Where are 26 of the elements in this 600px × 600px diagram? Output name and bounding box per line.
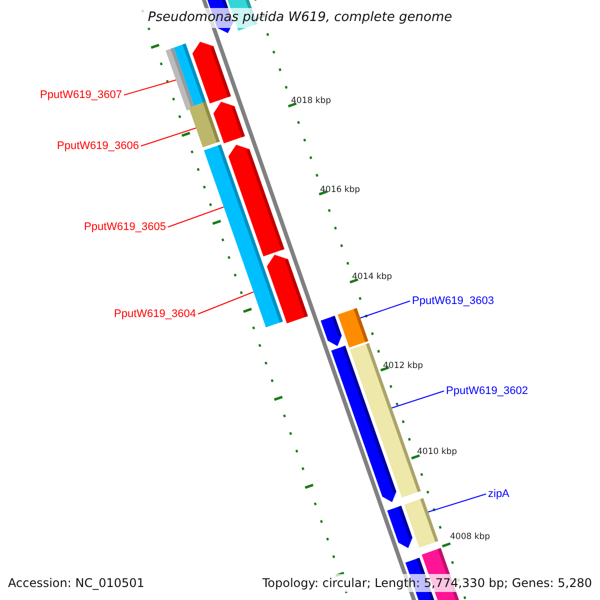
gene-segment [188, 102, 220, 148]
gene-segment [338, 308, 368, 348]
leader-line [168, 206, 224, 228]
scale-label: 4008 kbp [450, 532, 490, 543]
leader-line [198, 292, 254, 314]
scale-label: 4014 kbp [352, 272, 392, 283]
scale-label: 4018 kbp [291, 96, 332, 107]
leader-line [391, 390, 444, 408]
gene-label: zipA [488, 487, 510, 501]
gene-label: PputW619_3604 [114, 307, 196, 321]
scale-label: 4010 kbp [417, 447, 458, 458]
gene-label: PputW619_3607 [40, 88, 122, 102]
genome-stats-text: Topology: circular; Length: 5,774,330 bp; Genes: 5,280 [262, 574, 592, 592]
scale-label: 4016 kbp [320, 185, 360, 196]
gene-label: PputW619_3605 [84, 220, 166, 234]
leader-line [360, 300, 410, 318]
leader-line [428, 494, 486, 512]
leader-line [140, 128, 196, 146]
gene-segment [166, 48, 195, 110]
scale-label: 4012 kbp [383, 361, 424, 372]
leader-line [124, 80, 176, 96]
gene-segment [204, 144, 283, 328]
gene-label: PputW619_3603 [412, 294, 494, 308]
gene-label: PputW619_3606 [57, 139, 139, 153]
gene-label: PputW619_3602 [446, 384, 528, 398]
gene-segment [404, 498, 438, 548]
